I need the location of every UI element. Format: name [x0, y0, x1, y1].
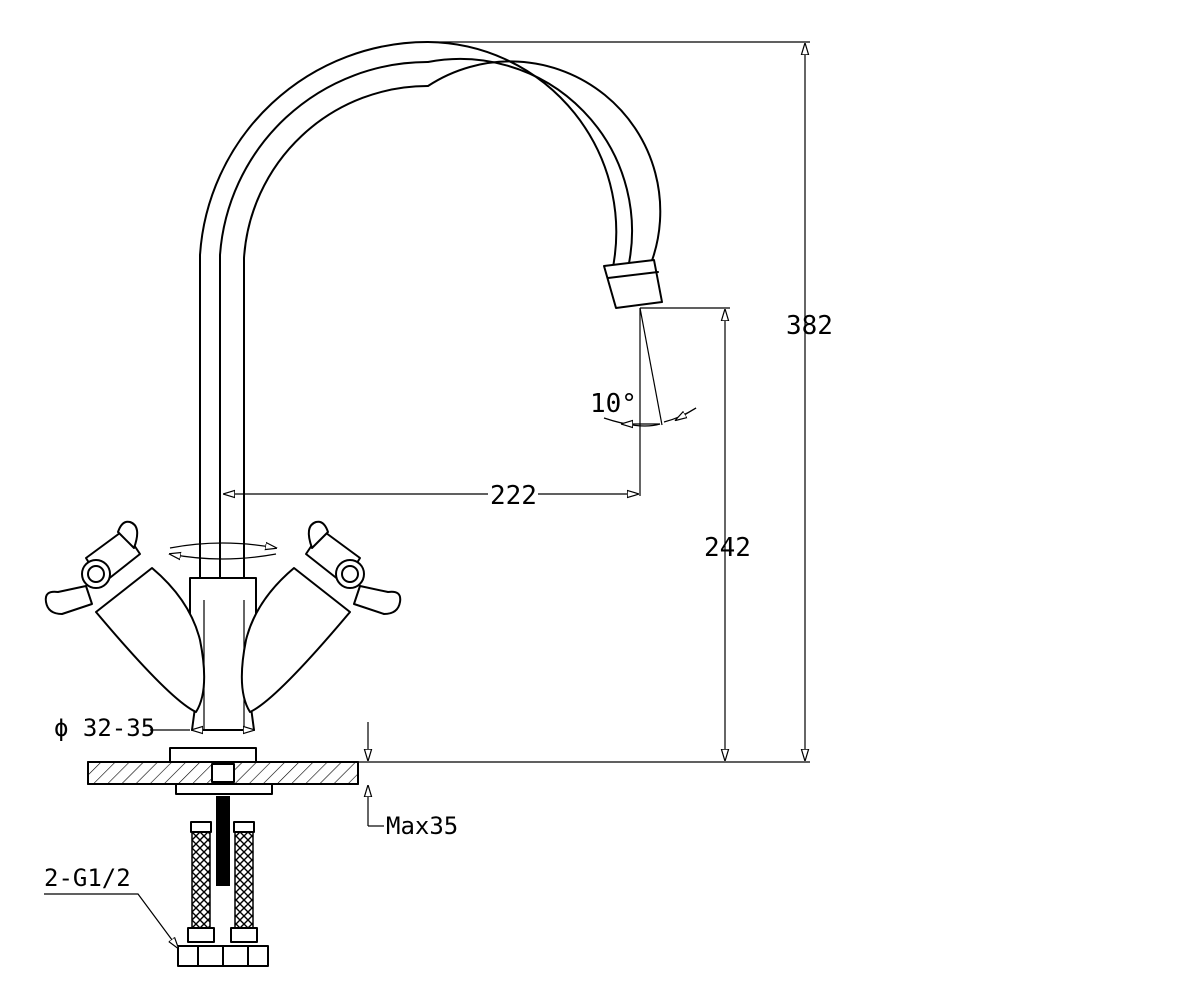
dimension-max-counter: Max35: [368, 722, 458, 840]
spout-reach-label: 222: [490, 481, 537, 511]
dimension-mount-hole: ϕ 32-35: [54, 714, 254, 742]
dimension-spout-reach: 222: [224, 308, 641, 511]
dimension-total-height: 382: [358, 41, 833, 763]
leader-connection: 2-G1/2: [44, 864, 178, 948]
base-flange: [169, 747, 273, 795]
dimension-spout-angle: 10°: [590, 307, 697, 426]
spout-angle-label: 10°: [590, 389, 637, 419]
total-height-label: 382: [786, 311, 833, 341]
hoses: [177, 796, 269, 967]
spout: [199, 40, 663, 581]
mount-hole-label: ϕ 32-35: [54, 714, 155, 742]
dimension-spout-height: 242: [640, 307, 751, 760]
connection-label: 2-G1/2: [44, 864, 131, 892]
right-handle: [240, 520, 402, 713]
left-handle: [44, 520, 206, 713]
max-counter-label: Max35: [386, 812, 458, 840]
swivel-indicator: [170, 543, 276, 559]
spout-height-label: 242: [704, 533, 751, 563]
